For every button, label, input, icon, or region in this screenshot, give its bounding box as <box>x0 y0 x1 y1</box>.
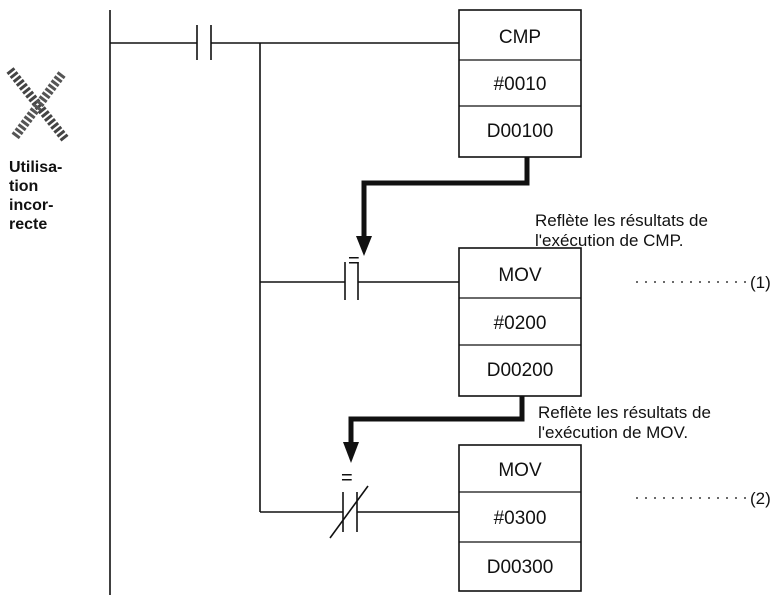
mov-block-2-frame <box>458 444 582 592</box>
flag-arrow-2-line <box>348 396 525 444</box>
rung-2: = <box>260 250 459 300</box>
side-label-line-1: Utilisa- <box>9 159 62 176</box>
contact-2-flag-symbol: = <box>348 250 360 272</box>
rung-3: = <box>260 467 459 539</box>
mov-2-operand-1: #0300 <box>494 508 547 529</box>
flag-arrow-1-line <box>361 157 530 238</box>
flag-arrow-2-head <box>343 442 359 463</box>
cmp-operand-2: D00100 <box>487 121 554 142</box>
cross-mark-icon <box>6 67 70 143</box>
flag-arrow-1-head <box>356 236 372 256</box>
flag-arrow-2 <box>343 396 525 463</box>
incorrect-usage-label: Utilisa- tion incor- recte <box>9 159 62 233</box>
annotation-2-line-2: l'exécution de MOV. <box>538 423 688 442</box>
side-label-line-2: tion <box>9 178 38 195</box>
cmp-operand-1: #0010 <box>494 74 547 95</box>
contact-3-flag-symbol: = <box>341 467 353 489</box>
mov-2-mnemonic: MOV <box>498 460 542 481</box>
side-label-line-4: recte <box>9 216 47 233</box>
marker-1: (1) <box>750 273 771 292</box>
mov-2-operand-2: D00300 <box>487 557 554 578</box>
cmp-block-frame <box>458 9 582 158</box>
annotation-1-line-1: Reflète les résultats de <box>535 211 708 230</box>
mov-1-operand-2: D00200 <box>487 360 554 381</box>
mov-block-1-frame <box>458 247 582 397</box>
mov-block-2: MOV #0300 D00300 <box>458 444 582 592</box>
rung-1 <box>110 25 459 512</box>
cmp-block: CMP #0010 D00100 <box>458 9 582 158</box>
annotation-2-line-1: Reflète les résultats de <box>538 403 711 422</box>
mov-1-operand-1: #0200 <box>494 313 547 334</box>
cmp-mnemonic: CMP <box>499 27 541 48</box>
mov-1-mnemonic: MOV <box>498 265 542 286</box>
side-label-line-3: incor- <box>9 197 53 214</box>
annotation-1-line-2: l'exécution de CMP. <box>535 231 683 250</box>
flag-arrow-1 <box>356 157 530 256</box>
marker-2: (2) <box>750 489 771 508</box>
mov-block-1: MOV #0200 D00200 <box>458 247 582 397</box>
contact-3-slash <box>329 485 369 539</box>
